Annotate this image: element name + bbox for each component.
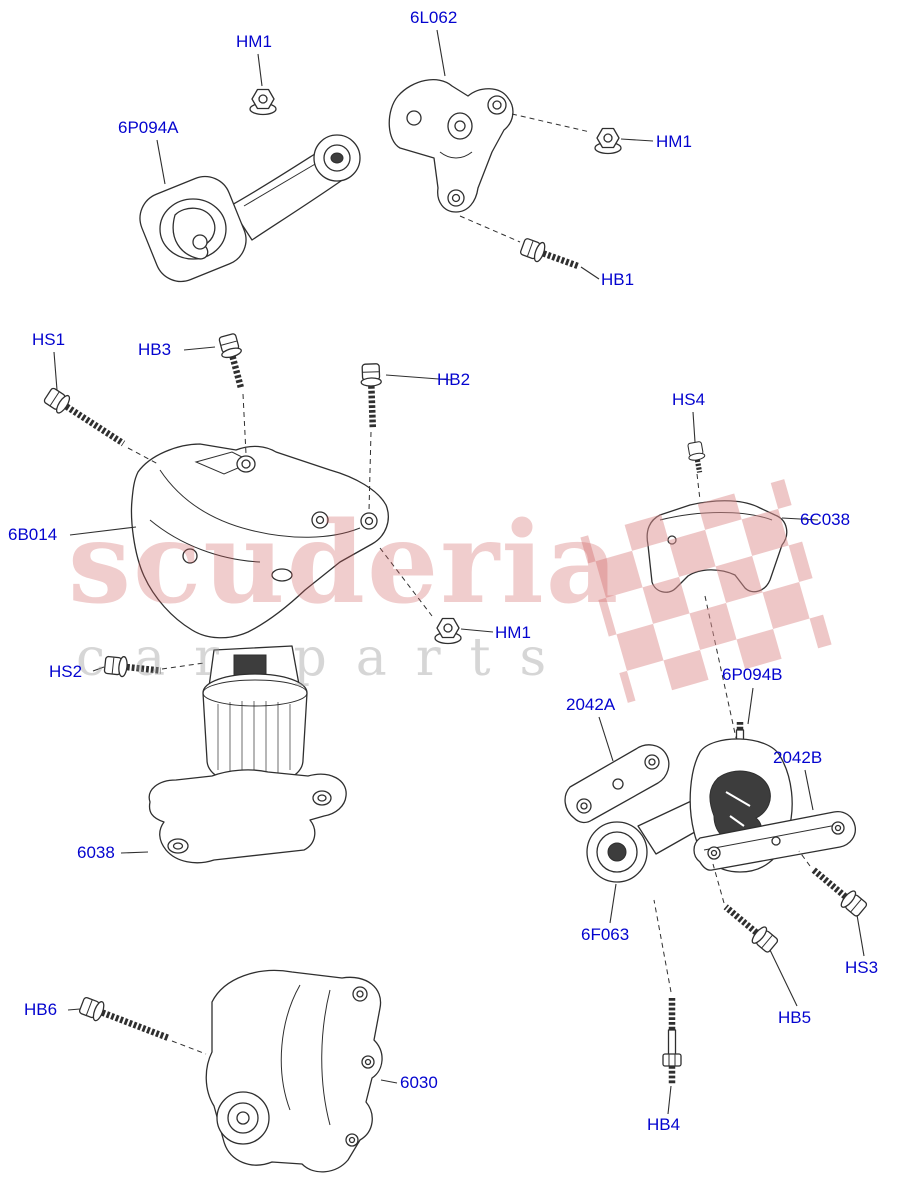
part-drawing-6P094A — [139, 134, 361, 283]
leader-lines — [53, 29, 865, 1115]
bolt-HS1-drawing — [43, 387, 126, 447]
part-label-HS4[interactable]: HS4 — [672, 390, 706, 409]
part-label-HB5[interactable]: HB5 — [778, 1008, 812, 1027]
part-label-6P094B[interactable]: 6P094B — [722, 665, 783, 684]
part-label-HB6[interactable]: HB6 — [24, 1000, 58, 1019]
bolt-HB5-drawing — [723, 904, 779, 953]
part-drawing-6B014 — [130, 443, 389, 639]
part-label-6L062[interactable]: 6L062 — [410, 8, 458, 27]
part-drawing-6L062 — [388, 79, 514, 213]
part-label-HM1-top[interactable]: HM1 — [236, 32, 272, 51]
stud-HB4-drawing — [662, 998, 682, 1084]
part-drawing-6030 — [205, 969, 383, 1173]
part-label-6P094A[interactable]: 6P094A — [118, 118, 179, 137]
part-label-6030[interactable]: 6030 — [400, 1073, 438, 1092]
nut-HM1-top-drawing — [249, 88, 277, 116]
part-label-6038[interactable]: 6038 — [77, 843, 115, 862]
part-label-HB4[interactable]: HB4 — [647, 1115, 681, 1134]
part-label-2042A[interactable]: 2042A — [566, 695, 616, 714]
part-label-HB3[interactable]: HB3 — [138, 340, 172, 359]
bolt-HB3-drawing — [218, 333, 245, 389]
part-label-HB2[interactable]: HB2 — [437, 370, 471, 389]
part-label-HS2[interactable]: HS2 — [49, 662, 83, 681]
part-label-2042B[interactable]: 2042B — [773, 748, 823, 767]
bolt-HB2-drawing — [360, 363, 382, 429]
nut-HM1-right-drawing — [594, 127, 622, 155]
bolt-HB1-drawing — [520, 238, 581, 270]
nut-HM1-mid-drawing — [434, 617, 462, 645]
part-label-HM1-mid[interactable]: HM1 — [495, 623, 531, 642]
bolt-HS3-drawing — [811, 867, 868, 917]
bolt-HS2-drawing — [103, 655, 162, 678]
part-label-6F063[interactable]: 6F063 — [581, 925, 630, 944]
part-label-6C038[interactable]: 6C038 — [800, 510, 851, 529]
bolt-HB6-drawing — [78, 996, 169, 1041]
part-drawing-2042B — [693, 810, 856, 871]
bolt-HS4-drawing — [687, 441, 706, 473]
part-label-HS3[interactable]: HS3 — [845, 958, 879, 977]
part-label-HB1[interactable]: HB1 — [601, 270, 635, 289]
part-drawing-6038 — [148, 645, 347, 864]
assembly-axis-lines — [127, 113, 811, 1055]
part-label-6B014[interactable]: 6B014 — [8, 525, 58, 544]
part-label-HM1-right[interactable]: HM1 — [656, 132, 692, 151]
part-drawing-6C038 — [646, 500, 788, 593]
part-drawing-2042A — [564, 744, 670, 824]
part-label-HS1[interactable]: HS1 — [32, 330, 66, 349]
